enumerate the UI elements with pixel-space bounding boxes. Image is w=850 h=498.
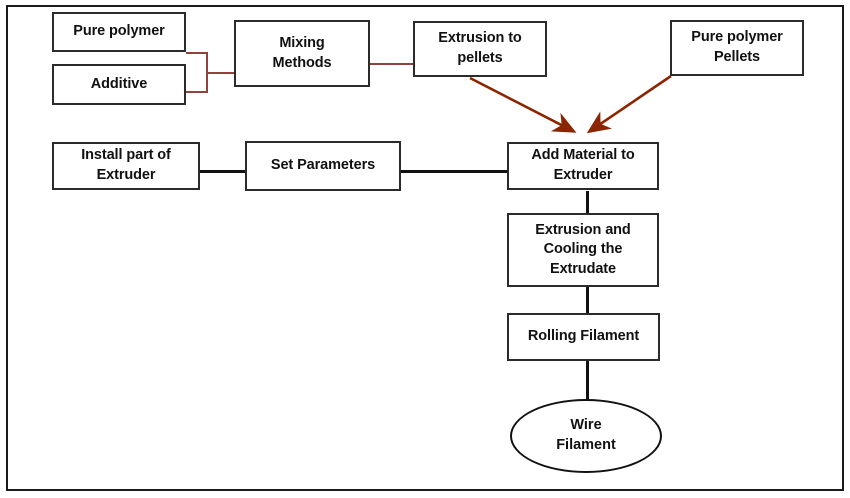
- node-set-parameters[interactable]: Set Parameters: [245, 141, 401, 191]
- node-mixing-methods[interactable]: Mixing Methods: [234, 20, 370, 87]
- node-install-part-of-extruder[interactable]: Install part of Extruder: [52, 142, 200, 190]
- connector-junction-vertical-upper: [206, 52, 208, 73]
- connector-junction-vertical-lower: [206, 73, 208, 93]
- node-rolling-filament[interactable]: Rolling Filament: [507, 313, 660, 361]
- node-additive-label: Additive: [90, 75, 148, 92]
- node-pure-polymer[interactable]: Pure polymer: [52, 12, 186, 52]
- connector-additive-to-junction: [186, 91, 208, 93]
- connector-junction-to-mixing-methods: [206, 72, 242, 74]
- node-extrusion-to-pellets-label: Extrusion to pellets: [438, 30, 522, 66]
- node-add-material-to-extruder-label: Add Material to Extruder: [531, 147, 635, 183]
- node-extrusion-and-cooling-label: Extrusion and Cooling the Extrudate: [535, 221, 631, 277]
- node-pure-polymer-pellets[interactable]: Pure polymer Pellets: [670, 20, 804, 76]
- connector-extrusion-cooling-to-rolling-filament: [586, 287, 589, 320]
- node-wire-filament-label: Wire Filament: [556, 417, 616, 453]
- node-wire-filament[interactable]: Wire Filament: [510, 399, 662, 473]
- connector-pure-polymer-to-junction: [186, 52, 208, 54]
- connector-install-extruder-to-set-parameters: [198, 170, 253, 173]
- node-pure-polymer-label: Pure polymer: [73, 23, 165, 40]
- node-extrusion-to-pellets[interactable]: Extrusion to pellets: [413, 21, 547, 77]
- node-pure-polymer-pellets-label: Pure polymer Pellets: [691, 29, 783, 65]
- figure-frame: Pure polymer Additive Mixing Methods Ext…: [6, 5, 844, 491]
- connector-set-parameters-to-add-material: [401, 170, 515, 173]
- node-additive[interactable]: Additive: [52, 64, 186, 105]
- node-rolling-filament-label: Rolling Filament: [527, 328, 640, 345]
- node-set-parameters-label: Set Parameters: [270, 157, 376, 174]
- connector-mixing-methods-to-extrusion-to-pellets: [370, 63, 421, 65]
- connector-add-material-to-extrusion-cooling: [586, 191, 589, 220]
- node-install-part-of-extruder-label: Install part of Extruder: [81, 147, 171, 183]
- node-add-material-to-extruder[interactable]: Add Material to Extruder: [507, 142, 659, 190]
- node-extrusion-and-cooling[interactable]: Extrusion and Cooling the Extrudate: [507, 213, 659, 287]
- node-mixing-methods-label: Mixing Methods: [272, 34, 332, 71]
- connector-rolling-filament-to-wire-filament: [586, 361, 589, 409]
